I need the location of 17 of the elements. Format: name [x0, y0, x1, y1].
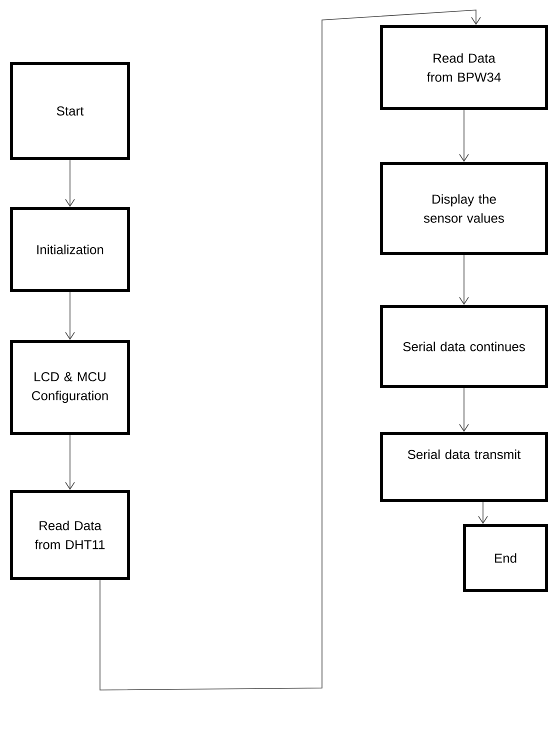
arrow: [65, 292, 75, 340]
process-box: Serial data transmit: [380, 432, 548, 502]
process-box: End: [463, 524, 548, 592]
process-box: Display the sensor values: [380, 162, 548, 255]
process-box: LCD & MCU Configuration: [10, 340, 130, 435]
arrow: [459, 110, 469, 162]
arrow: [478, 502, 488, 524]
arrow: [459, 388, 469, 432]
process-box: Serial data continues: [380, 305, 548, 388]
arrow: [65, 160, 75, 207]
process-box: Read Data from DHT11: [10, 490, 130, 580]
arrow: [65, 434, 75, 490]
process-box: Read Data from BPW34: [380, 25, 548, 110]
process-box: Initialization: [10, 207, 130, 292]
process-box: Start: [10, 62, 130, 160]
arrow: [100, 10, 481, 690]
arrow: [459, 254, 469, 305]
